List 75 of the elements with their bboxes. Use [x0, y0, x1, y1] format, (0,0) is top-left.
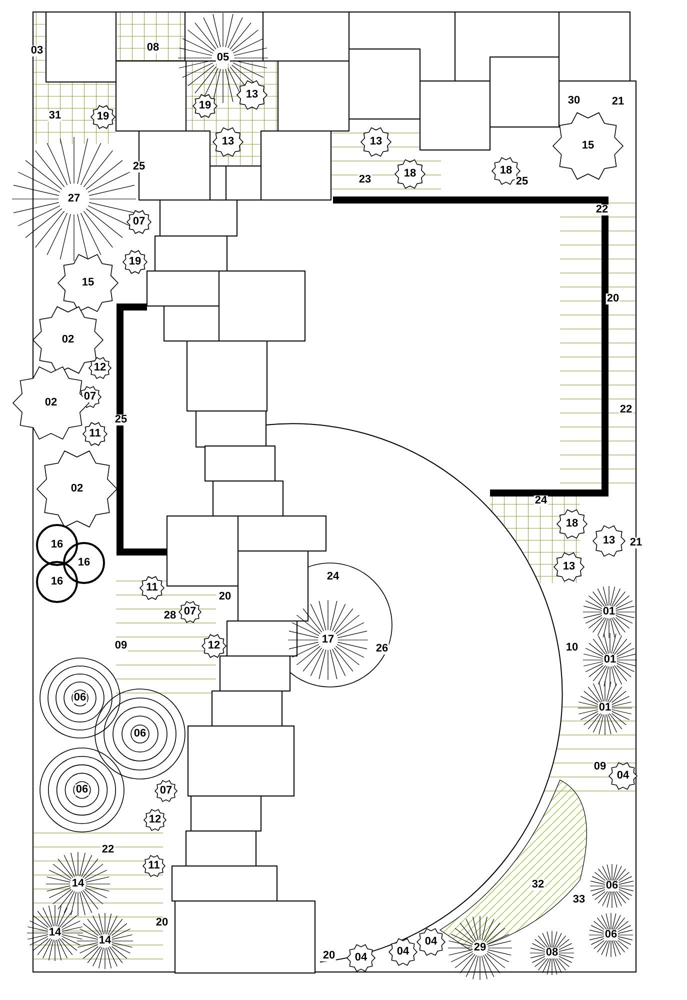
callout-number: 13	[368, 136, 384, 148]
callout-number: 25	[514, 176, 530, 188]
callout-number: 20	[606, 294, 620, 304]
callout-number: 09	[114, 640, 128, 652]
callout-number: 25	[114, 414, 128, 426]
callout-number: 10	[564, 642, 580, 654]
callout-number: 16	[76, 558, 92, 568]
callout-number: 13	[602, 536, 616, 546]
callout-number: 28	[162, 610, 178, 622]
callout-number: 02	[70, 484, 84, 494]
callout-number: 32	[530, 880, 546, 890]
callout-number: 19	[96, 112, 110, 122]
callout-number: 29	[472, 942, 488, 954]
callout-number: 26	[374, 644, 390, 654]
callout-number: 19	[198, 100, 212, 112]
callout-number: 25	[132, 162, 146, 172]
callout-number: 01	[602, 606, 616, 618]
callout-number: 06	[604, 930, 618, 940]
callout-number: 22	[100, 844, 116, 856]
callout-number: 12	[206, 640, 222, 652]
callout-number: 21	[610, 96, 626, 108]
callout-number: 20	[218, 592, 232, 602]
callout-number: 24	[534, 496, 548, 506]
callout-number: 11	[147, 860, 161, 872]
callout-number: 08	[544, 948, 560, 958]
callout-number: 13	[244, 90, 260, 100]
callout-number: 14	[70, 878, 86, 890]
callout-number: 07	[158, 786, 174, 796]
callout-number: 04	[354, 952, 368, 964]
callout-number: 14	[98, 936, 112, 946]
callout-number: 02	[44, 398, 58, 408]
callout-number: 14	[48, 928, 62, 938]
callout-number: 21	[628, 538, 644, 548]
callout-number: 18	[564, 518, 580, 530]
callout-number: 06	[72, 692, 88, 704]
callout-number: 06	[74, 784, 90, 796]
callout-number: 33	[572, 894, 586, 906]
callout-number: 13	[220, 136, 236, 148]
callout-number: 22	[594, 204, 610, 216]
callout-number: 20	[322, 950, 336, 962]
callout-number: 13	[562, 562, 576, 572]
callout-number: 02	[60, 334, 76, 346]
callout-number: 01	[598, 702, 612, 714]
callout-number: 31	[48, 110, 62, 122]
callout-number: 12	[92, 362, 108, 374]
callout-number: 23	[358, 174, 372, 186]
callout-number: 06	[132, 728, 148, 740]
callout-number: 04	[616, 770, 630, 782]
callout-number: 03	[30, 46, 44, 56]
callout-number: 30	[566, 96, 582, 106]
callout-number: 20	[154, 918, 170, 928]
callout-number: 27	[66, 194, 82, 204]
callout-number: 09	[592, 762, 608, 772]
callout-number: 12	[148, 814, 162, 826]
callout-number: 22	[618, 404, 634, 416]
callout-number: 19	[128, 256, 142, 268]
callout-number: 15	[80, 278, 96, 288]
callout-number: 08	[146, 42, 160, 54]
callout-number: 11	[145, 582, 159, 594]
callout-number: 18	[498, 166, 514, 176]
callout-number: 18	[402, 168, 418, 180]
callout-number: 07	[82, 392, 98, 402]
callout-number: 01	[602, 654, 618, 666]
callout-number: 11	[88, 428, 102, 440]
callout-number: 16	[50, 540, 64, 550]
callout-number: 17	[320, 634, 336, 646]
callout-number: 07	[132, 216, 146, 228]
callout-number: 24	[326, 572, 340, 582]
callout-number: 04	[396, 946, 410, 958]
callout-number: 15	[580, 140, 596, 152]
callout-number: 04	[424, 936, 438, 948]
callout-number: 05	[216, 52, 230, 64]
callout-number: 07	[182, 606, 198, 618]
callout-number: 06	[604, 880, 620, 892]
callout-number: 16	[50, 576, 64, 588]
